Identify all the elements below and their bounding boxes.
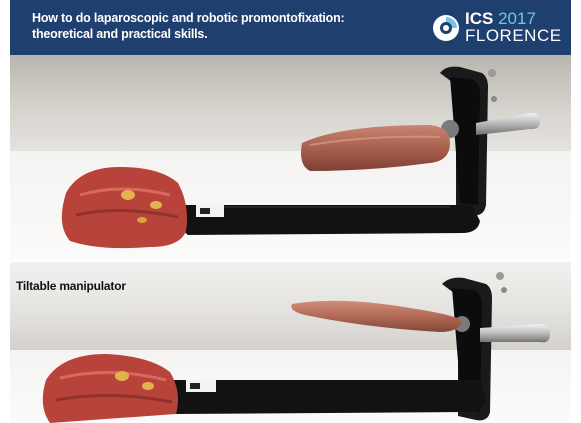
slide-title: How to do laparoscopic and robotic promo…	[32, 10, 392, 42]
logo-city: FLORENCE	[465, 26, 562, 45]
slide-header: How to do laparoscopic and robotic promo…	[10, 0, 571, 55]
photo-top	[10, 55, 571, 260]
logo-year: 2017	[498, 9, 536, 28]
slide-title-line-2: theoretical and practical skills.	[32, 27, 208, 41]
manipulator-photo-bottom	[10, 262, 571, 423]
manipulator-photo-top	[10, 55, 571, 260]
logo-title: ICS 2017	[465, 9, 536, 29]
photo-bottom: Tiltable manipulator	[10, 262, 571, 423]
ics-logo: ICS 2017 FLORENCE	[431, 9, 561, 47]
photo-caption: Tiltable manipulator	[16, 279, 126, 293]
ics-logo-icon	[433, 15, 459, 41]
logo-name: ICS	[465, 9, 494, 28]
slide-title-line-1: How to do laparoscopic and robotic promo…	[32, 11, 345, 25]
